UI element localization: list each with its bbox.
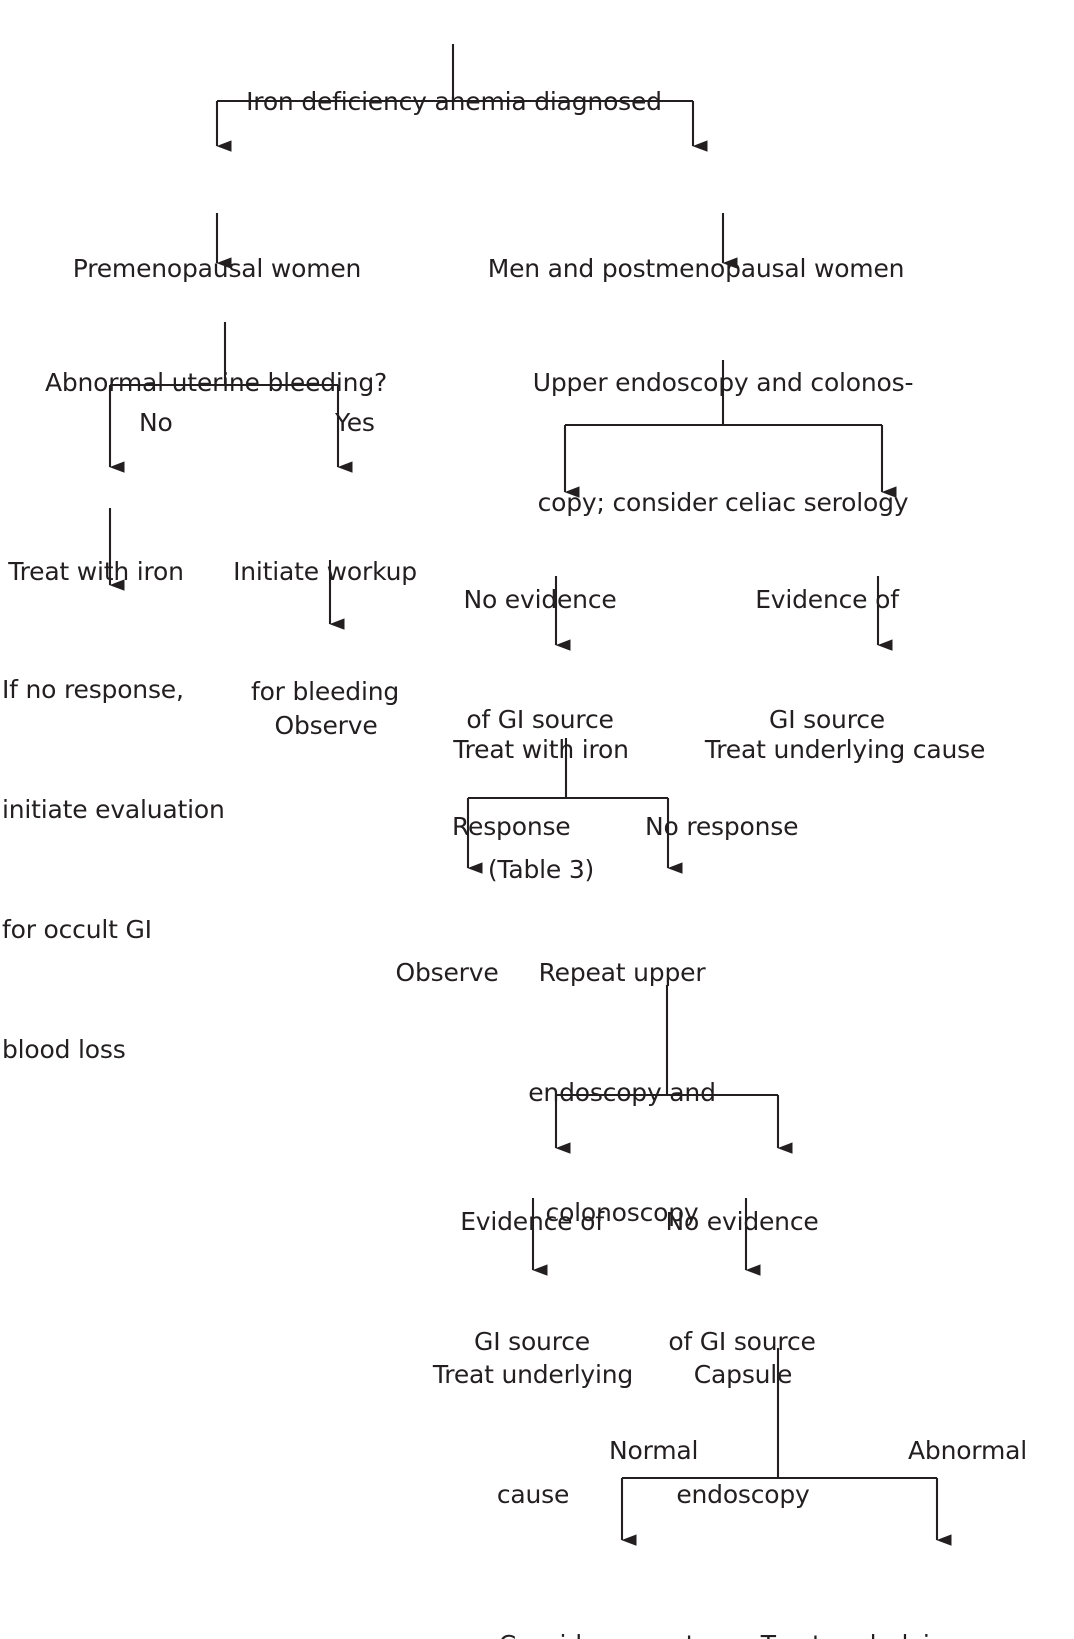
node-upper-endoscopy-colonoscopy: Upper endoscopy and colonos- copy; consi… — [533, 283, 914, 603]
node-root: Iron deficiency anemia diagnosed — [246, 2, 662, 202]
node-treat-underlying-cause-1-line1: Treat underlying cause — [704, 735, 986, 764]
node-initiate-workup-for-bleeding-line1: Initiate workup — [233, 557, 417, 586]
node-upper-endoscopy-colonoscopy-line1: Upper endoscopy and colonos- — [532, 368, 914, 397]
node-treat-push-enteroscopy-line1: Treat underlying cause; — [761, 1625, 1050, 1639]
node-repeat-upper-endoscopy-line2: endoscopy and — [528, 1078, 716, 1107]
node-men-postmenopausal-women: Men and postmenopausal women — [488, 169, 905, 369]
node-treat-underlying-cause-1: Treat underlying cause — [705, 650, 985, 850]
node-treat-underlying-cause-2-line1: Treat underlying — [432, 1360, 634, 1389]
node-evidence-gi-source-1: Evidence of GI source — [755, 500, 899, 820]
node-treat-with-iron-table3: Treat with iron (Table 3) — [453, 650, 629, 970]
edge-label-no-response: No response — [645, 812, 799, 841]
node-consider-repeat-capsule-endoscopy-line1: Consider repeat — [479, 1625, 715, 1639]
edge-label-normal: Normal — [609, 1436, 699, 1465]
node-evidence-gi-source-1-line2: GI source — [769, 705, 885, 734]
node-treat-with-iron-table3-line1: Treat with iron — [453, 735, 629, 764]
node-men-postmenopausal-women-line1: Men and postmenopausal women — [487, 254, 905, 283]
node-capsule-endoscopy-line1: Capsule — [693, 1360, 793, 1389]
node-evidence-gi-source-2-line2: GI source — [474, 1327, 590, 1356]
node-evidence-gi-source-1-line1: Evidence of — [755, 585, 899, 614]
node-evidence-gi-source-2-line1: Evidence of — [460, 1207, 604, 1236]
node-observe-1-line1: Observe — [274, 711, 378, 740]
edge-label-abnormal: Abnormal — [908, 1436, 1027, 1465]
edge-label-yes: Yes — [335, 408, 375, 437]
edge-label-response: Response — [452, 812, 571, 841]
node-treat-with-iron: Treat with iron — [8, 472, 184, 672]
node-treat-with-iron-line1: Treat with iron — [8, 557, 184, 586]
node-capsule-endoscopy-line2: endoscopy — [676, 1480, 810, 1509]
node-initiate-workup-for-bleeding: Initiate workup for bleeding — [233, 472, 417, 792]
node-abnormal-uterine-bleeding: Abnormal uterine bleeding? — [45, 283, 387, 483]
node-no-evidence-gi-source-1-line2: of GI source — [466, 705, 614, 734]
node-consider-repeat-capsule-endoscopy: Consider repeat capsule endoscopy — [479, 1545, 715, 1639]
node-initiate-workup-for-bleeding-line2: for bleeding — [250, 677, 400, 706]
node-upper-endoscopy-colonoscopy-line2: copy; consider celiac serology — [537, 488, 909, 517]
node-root-line1: Iron deficiency anemia diagnosed — [246, 87, 662, 116]
node-no-evidence-gi-source-1-line1: No evidence — [463, 585, 617, 614]
node-capsule-endoscopy: Capsule endoscopy — [676, 1275, 810, 1595]
node-repeat-upper-endoscopy-line1: Repeat upper — [538, 958, 706, 987]
node-if-no-response-line1: If no response, — [2, 675, 184, 704]
node-repeat-upper-endoscopy-line3: colonoscopy — [545, 1198, 699, 1227]
node-observe-2-line1: Observe — [395, 958, 499, 987]
node-observe-2: Observe — [395, 873, 498, 1073]
node-no-evidence-gi-source-2-line2: of GI source — [668, 1327, 816, 1356]
node-treat-underlying-cause-2: Treat underlying cause — [433, 1275, 633, 1595]
node-repeat-upper-endoscopy-colonoscopy: Repeat upper endoscopy and colonoscopy — [528, 873, 716, 1313]
node-if-no-response-line2: initiate evaluation — [2, 795, 225, 824]
node-treat-underlying-cause-2-line2: cause — [496, 1480, 570, 1509]
node-if-no-response-line4: blood loss — [2, 1035, 126, 1064]
edge-label-no: No — [139, 408, 173, 437]
node-if-no-response-line3: for occult GI — [2, 915, 152, 944]
node-no-evidence-gi-source-2-line1: No evidence — [665, 1207, 819, 1236]
node-no-evidence-gi-source-2: No evidence of GI source — [665, 1122, 818, 1442]
node-abnormal-uterine-bleeding-line1: Abnormal uterine bleeding? — [44, 368, 388, 397]
node-no-evidence-gi-source-1: No evidence of GI source — [463, 500, 616, 820]
node-observe-1: Observe — [274, 626, 377, 826]
node-treat-underlying-cause-push-enteroscopy: Treat underlying cause; push enteroscopy — [761, 1545, 1050, 1639]
node-premenopausal-women: Premenopausal women — [72, 169, 362, 369]
node-premenopausal-women-line1: Premenopausal women — [72, 254, 362, 283]
node-evidence-gi-source-2: Evidence of GI source — [460, 1122, 604, 1442]
node-if-no-response-evaluate-occult-gi: If no response, initiate evaluation for … — [2, 590, 225, 1150]
node-treat-with-iron-table3-line2: (Table 3) — [487, 855, 595, 884]
